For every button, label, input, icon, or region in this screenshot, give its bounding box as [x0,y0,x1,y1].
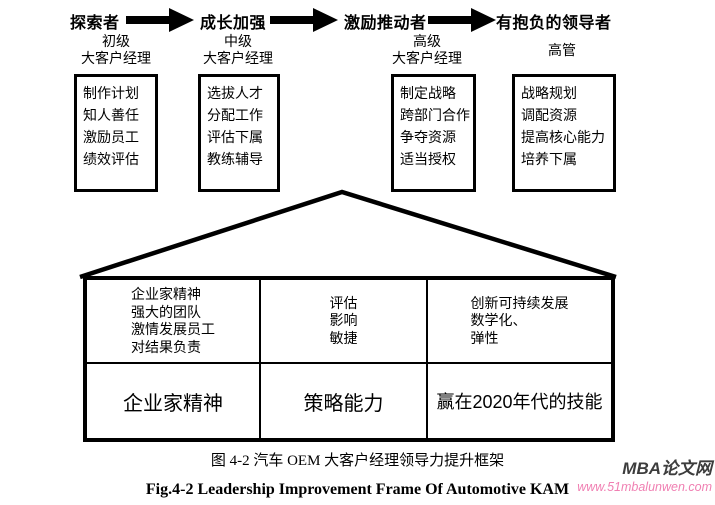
skill-item: 制定战略 [400,85,456,101]
house-line: 敏捷 [329,329,358,346]
stage-label-explorer: 探索者 [70,15,120,32]
flow-arrow-icon [270,8,338,32]
level-label-junior-kam: 初级 大客户经理 [46,33,186,67]
house-line: 企业家精神 [131,286,201,302]
flow-arrow-icon [428,8,496,32]
house-pillar-entrepreneur: 企业家精神 [87,362,259,438]
house-line: 创新可持续发展 [470,294,569,311]
house-line: 影响 [329,312,358,329]
skill-box-executive: 战略规划 调配资源 提高核心能力 培养下属 [512,74,616,192]
skill-item: 调配资源 [521,107,577,123]
level-label-middle-kam: 中级 大客户经理 [168,33,308,67]
skill-item: 培养下属 [521,151,577,167]
house-pillar-strategy: 策略能力 [259,362,426,438]
skill-item: 制作计划 [83,85,139,101]
watermark: MBA论文网 www.51mbalunwen.com [577,458,712,494]
level-line: 高管 [548,42,576,58]
house-cell-2020s-traits: 创新可持续发展 数学化、 弹性 [426,280,611,362]
skill-box-junior: 制作计划 知人善任 激励员工 绩效评估 [74,74,158,192]
house-line: 对结果负责 [131,338,201,355]
house-line: 弹性 [470,329,499,346]
skill-item: 争夺资源 [400,129,456,145]
level-line: 大客户经理 [392,50,462,66]
skill-box-middle: 选拔人才 分配工作 评估下属 教练辅导 [198,74,280,192]
caption-zh: 图 4-2 汽车 OEM 大客户经理领导力提升框架 [210,453,505,469]
skill-box-senior: 制定战略 跨部门合作 争夺资源 适当授权 [391,74,476,192]
stage-label-motivator: 激励推动者 [344,15,427,32]
watermark-brand: MBA论文网 [622,459,712,478]
skill-item: 选拔人才 [207,85,263,101]
skill-item: 教练辅导 [207,151,263,167]
level-line: 初级 [102,33,130,49]
house-line: 数学化、 [470,312,527,329]
house-line: 强大的团队 [131,303,201,320]
level-label-senior-kam: 高级 大客户经理 [357,33,497,67]
skill-item: 分配工作 [207,107,263,123]
flow-arrow-icon [126,8,194,32]
skill-item: 激励员工 [83,129,139,145]
skill-item: 绩效评估 [83,151,139,167]
house-cell-entrepreneur-traits: 企业家精神 强大的团队 激情发展员工 对结果负责 [87,280,259,362]
skill-item: 战略规划 [521,85,577,101]
watermark-url: www.51mbalunwen.com [577,480,712,494]
skill-item: 知人善任 [83,107,139,123]
house-grid: 企业家精神 强大的团队 激情发展员工 对结果负责 评估 影响 敏捷 创新可持续发… [83,276,615,442]
caption-en: Fig.4-2 Leadership Improvement Frame Of … [145,481,570,498]
level-label-executive: 高管 [492,42,632,59]
house-line: 评估 [329,294,358,311]
stage-label-aspiring-leader: 有抱负的领导者 [496,15,612,32]
level-line: 大客户经理 [81,50,151,66]
skill-item: 提高核心能力 [521,129,605,145]
house-pillar-2020s-skills: 赢在2020年代的技能 [426,362,611,438]
level-line: 中级 [224,33,252,49]
skill-item: 评估下属 [207,129,263,145]
level-line: 高级 [413,33,441,49]
skill-item: 适当授权 [400,151,456,167]
stage-label-grow: 成长加强 [200,15,267,32]
skill-item: 跨部门合作 [400,107,470,123]
level-line: 大客户经理 [203,50,273,66]
house-line: 激情发展员工 [131,321,215,337]
house-cell-strategy-traits: 评估 影响 敏捷 [259,280,426,362]
